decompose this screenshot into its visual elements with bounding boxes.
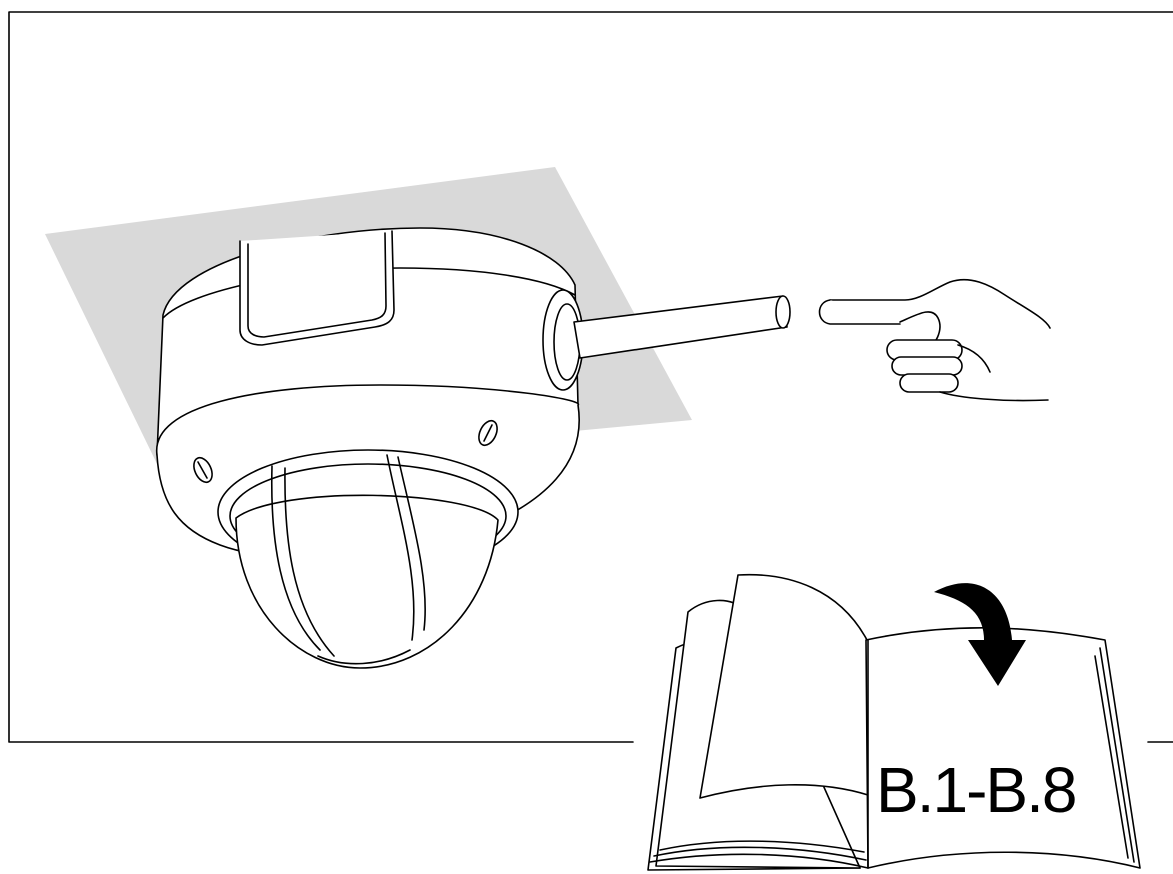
cable bbox=[573, 295, 791, 359]
diagram-frame bbox=[8, 11, 1173, 743]
page-turn-arrow-icon bbox=[934, 583, 1026, 686]
pointing-hand-icon bbox=[818, 278, 1051, 402]
manual-reference-label: B.1-B.8 bbox=[876, 754, 1075, 826]
dome-camera-icon bbox=[156, 227, 584, 669]
open-manual-icon bbox=[647, 573, 1141, 871]
